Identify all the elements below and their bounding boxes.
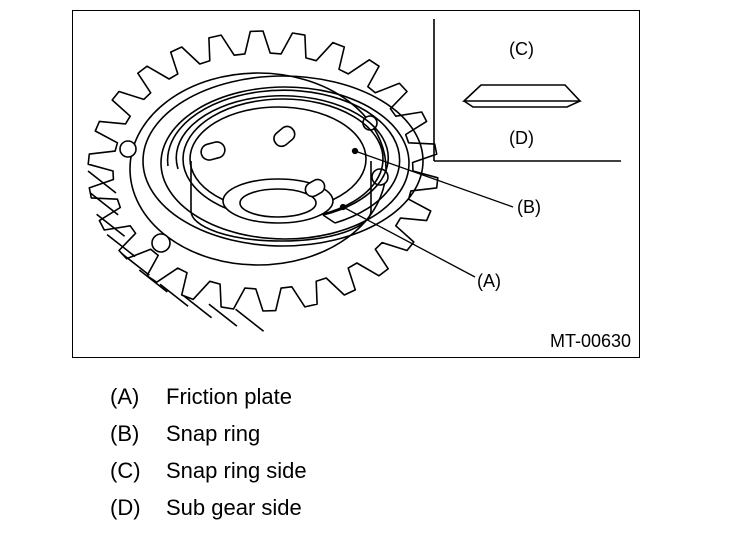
sub-gear-illustration xyxy=(87,19,621,332)
legend-key: (B) xyxy=(110,421,140,446)
legend-key: (C) xyxy=(110,458,141,483)
friction-plate xyxy=(142,75,424,247)
callout-a: (A) xyxy=(477,271,501,291)
gear-hole xyxy=(119,140,137,158)
snap-ring xyxy=(166,89,401,224)
legend-text: Friction plate xyxy=(166,384,292,409)
figure-id: MT-00630 xyxy=(549,331,631,351)
gear-body xyxy=(87,30,439,332)
legend-key: (D) xyxy=(110,495,141,520)
callout-b: (B) xyxy=(517,197,541,217)
gear-hole xyxy=(151,233,171,253)
snap-ring-section-inset xyxy=(433,19,621,162)
gear-diagram: (C) (D) (B) (A) MT-00630 xyxy=(72,10,640,358)
gear-hub xyxy=(182,98,384,242)
callout-c: (C) xyxy=(509,39,534,59)
legend-text: Snap ring xyxy=(166,421,261,446)
legend-text: Snap ring side xyxy=(166,458,307,483)
legend-text: Sub gear side xyxy=(166,495,302,520)
callout-d: (D) xyxy=(509,128,534,148)
leader-lines xyxy=(339,147,514,278)
legend-key: (A) xyxy=(110,384,140,409)
